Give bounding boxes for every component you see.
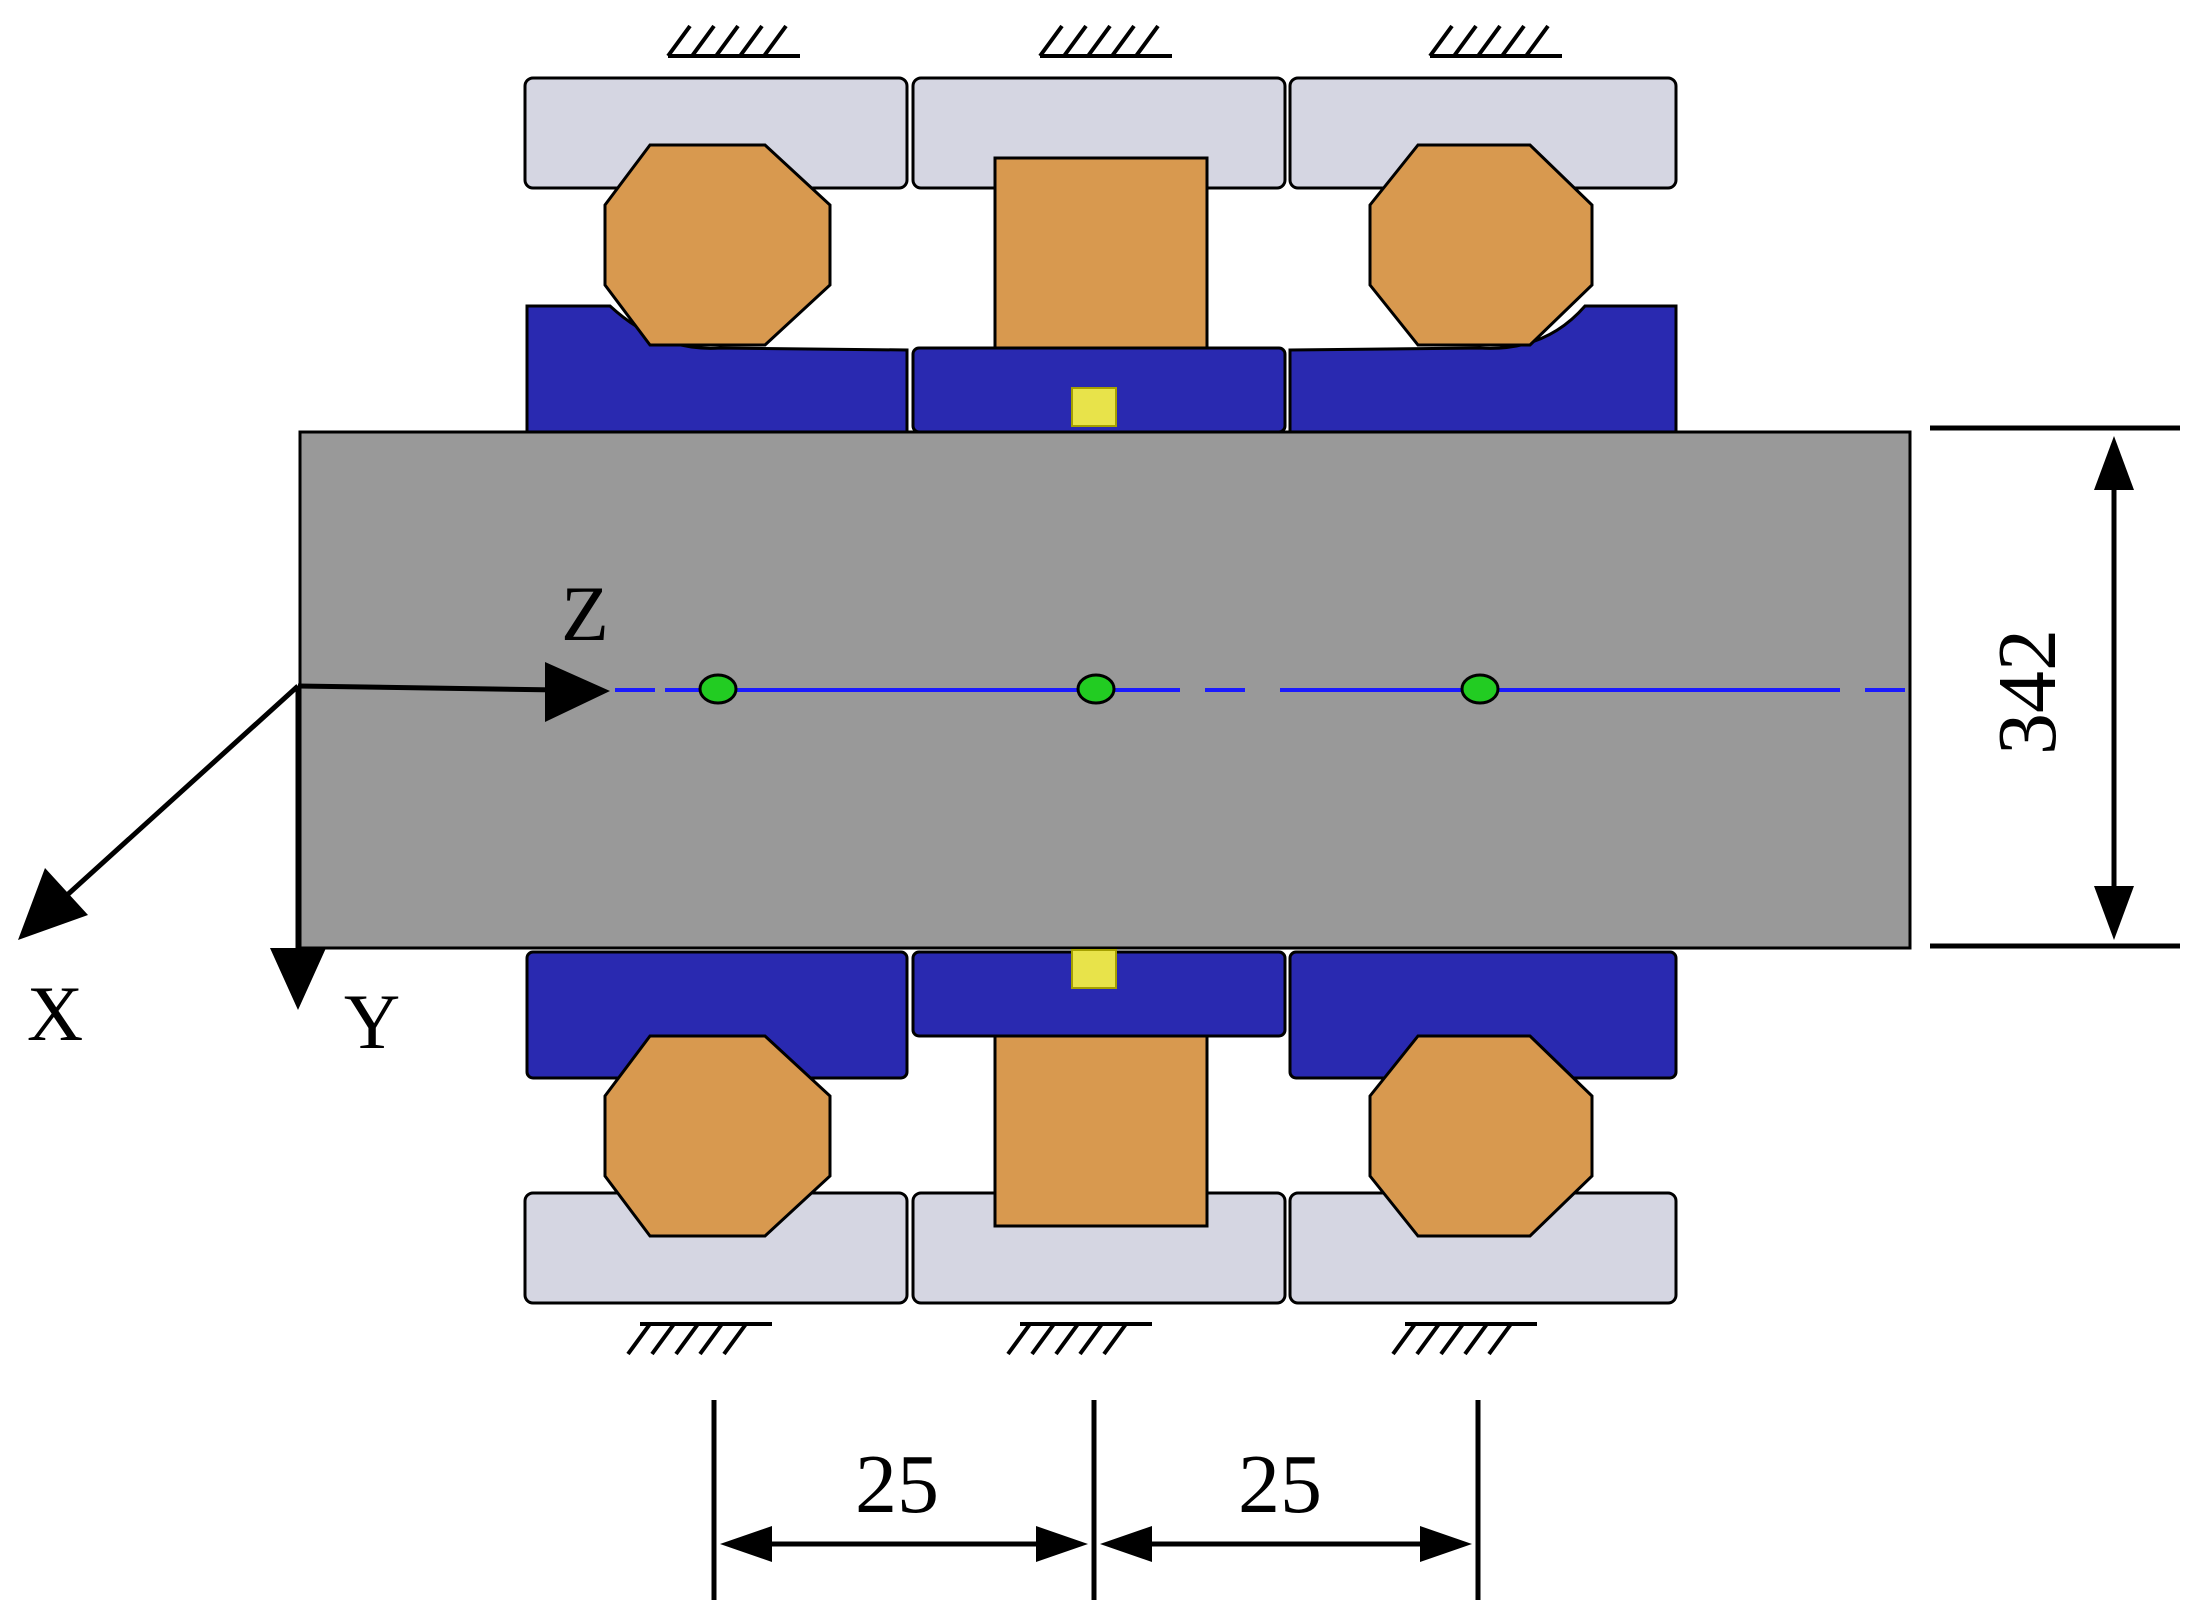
roller-lower-center: [993, 1034, 1209, 1228]
marker-lower: [1071, 949, 1117, 989]
dim-arrow-top: [2094, 436, 2134, 490]
shaft-diameter-label: 342: [1981, 629, 2074, 755]
hatch-ground-icon-top-right: [1428, 24, 1562, 58]
y-axis-label: Y: [344, 978, 400, 1065]
y-arrow-head: [270, 948, 326, 1010]
z-arrow-head: [545, 662, 610, 722]
ball-upper-right: [1368, 143, 1594, 347]
z-axis-label: Z: [561, 570, 609, 657]
hatch-ground-icon-top-center: [1038, 24, 1172, 58]
hatch-ground-icon-bottom-left: [626, 1322, 772, 1356]
inner-ring-upper-right: [1288, 304, 1678, 434]
coordinate-axes: [18, 662, 610, 1010]
dim-arrow-l2: [1100, 1526, 1152, 1562]
upper-bearings: [523, 76, 1678, 434]
node-center: [1076, 673, 1116, 705]
dim-arrow-r1: [1036, 1526, 1088, 1562]
dim-arrow-l1: [720, 1526, 772, 1562]
x-axis-label: X: [27, 970, 83, 1057]
hatch-ground-icon-bottom-center: [1006, 1322, 1152, 1356]
dim-arrow-r2: [1420, 1526, 1472, 1562]
ball-lower-right: [1368, 1034, 1594, 1238]
hatch-ground-icon-top-left: [666, 24, 800, 58]
diameter-dimension: [1930, 425, 2180, 949]
spacing-dimension: [711, 1400, 1481, 1600]
dim-arrow-bottom: [2094, 886, 2134, 940]
node-right: [1460, 673, 1500, 705]
roller-upper-center: [993, 156, 1209, 350]
node-left: [698, 673, 738, 705]
spacing-left-label: 25: [855, 1438, 939, 1531]
spacing-right-label: 25: [1238, 1438, 1322, 1531]
ball-upper-left: [603, 143, 832, 347]
lower-bearings: [523, 949, 1678, 1305]
ball-lower-left: [603, 1034, 832, 1238]
hatch-ground-icon-bottom-right: [1391, 1322, 1537, 1356]
node-markers: [698, 673, 1500, 705]
marker-upper: [1071, 387, 1117, 427]
x-arrow-head: [18, 868, 88, 940]
